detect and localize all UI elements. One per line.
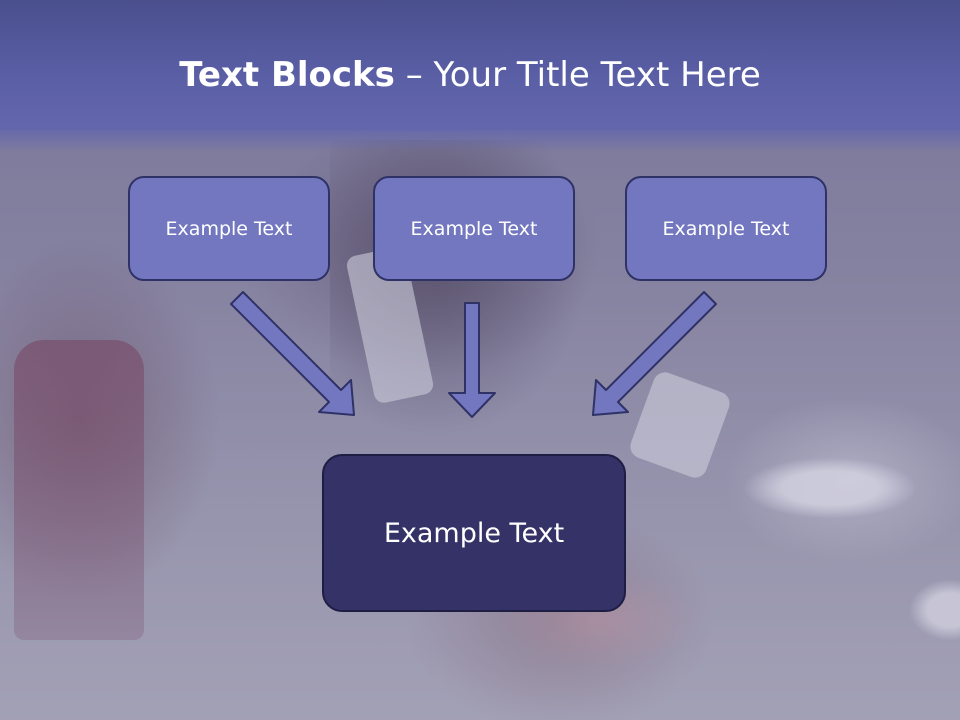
- arrow-right-diagonal[interactable]: [592, 291, 717, 416]
- title-band: [0, 0, 960, 152]
- text-block-left-label: Example Text: [165, 217, 293, 240]
- text-block-right[interactable]: Example Text: [625, 176, 827, 281]
- background-plate-small: [910, 580, 960, 640]
- text-block-left[interactable]: Example Text: [128, 176, 330, 281]
- background-chair: [14, 340, 144, 640]
- slide-title[interactable]: Text Blocks – Your Title Text Here: [0, 54, 950, 96]
- background-plate: [745, 458, 915, 518]
- text-block-center[interactable]: Example Text: [373, 176, 575, 281]
- text-block-center-label: Example Text: [410, 217, 538, 240]
- text-block-main-label: Example Text: [383, 517, 565, 549]
- text-block-right-label: Example Text: [662, 217, 790, 240]
- arrow-left-diagonal[interactable]: [230, 291, 355, 416]
- arrow-center-down[interactable]: [448, 302, 496, 418]
- text-block-main[interactable]: Example Text: [322, 454, 626, 612]
- title-bold: Text Blocks: [179, 55, 395, 95]
- title-rest: – Your Title Text Here: [394, 55, 761, 95]
